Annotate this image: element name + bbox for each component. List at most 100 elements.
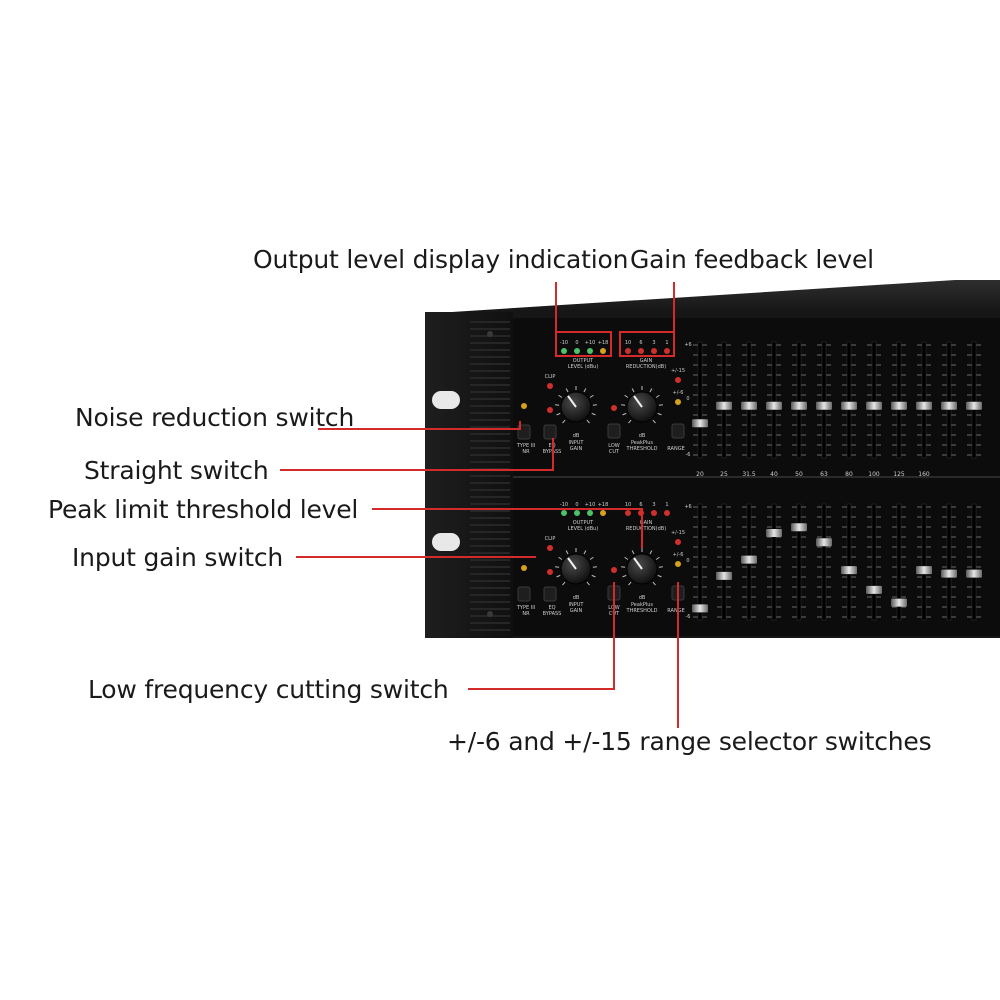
knob-pointer	[567, 395, 577, 408]
meter-out-label: 0	[575, 502, 578, 508]
slider-cap	[916, 401, 932, 410]
knob-pointer	[567, 557, 577, 570]
gain-unit: REDUCTION(dB)	[626, 526, 666, 532]
slider-track	[721, 503, 727, 621]
gain-meter-highlight	[619, 331, 675, 357]
slider-track	[971, 503, 977, 621]
frequency-label: 40	[770, 471, 778, 478]
callout-lines	[280, 282, 679, 728]
knob-tick	[562, 419, 566, 424]
knob-tick	[558, 394, 563, 398]
slider-cap	[866, 585, 882, 594]
meter-gr-label: 3	[652, 340, 655, 346]
leader-peak-limit	[372, 508, 643, 548]
output-title: OUTPUT	[573, 520, 594, 526]
slider-cap	[891, 401, 907, 410]
slider-track	[871, 503, 877, 621]
knob-tick	[657, 412, 662, 416]
slider-track	[771, 503, 777, 621]
callout-noise-reduction: Noise reduction switch	[75, 403, 355, 432]
db-label: dB	[573, 595, 580, 601]
knob-tick	[556, 412, 561, 416]
frequency-label: 160	[918, 471, 930, 478]
low-cut-led	[611, 567, 617, 573]
output-led	[587, 348, 593, 354]
knob-tick	[622, 574, 627, 578]
knob-tick	[652, 419, 656, 424]
meter-gr-label: 1	[665, 340, 668, 346]
gain-unit: REDUCTION(dB)	[626, 364, 666, 370]
meter-out-label: +10	[585, 340, 596, 346]
range-pm15-label: +/-15	[671, 368, 685, 374]
eq-bypass-button	[543, 586, 557, 602]
knob-tick	[565, 550, 569, 555]
knob-label-top: INPUT	[569, 602, 585, 608]
range-pm15-label: +/-15	[671, 530, 685, 536]
type-label: TYPE III	[516, 605, 535, 611]
nr-label: NR	[522, 611, 530, 617]
frequency-label: 25	[720, 471, 728, 478]
slider-track	[821, 503, 827, 621]
gain-reduction-led	[651, 510, 657, 516]
output-unit: LEVEL (dBu)	[568, 526, 599, 532]
frequency-label: 20	[696, 471, 704, 478]
output-led	[561, 348, 567, 354]
slider-track	[921, 503, 927, 621]
knob-tick	[652, 581, 656, 586]
knob-tick	[565, 388, 569, 393]
db-label: dB	[639, 433, 646, 439]
range-pm6-label: +/-6	[673, 552, 684, 558]
rack-screw	[487, 611, 493, 617]
output-led	[587, 510, 593, 516]
eq-label: EQ	[548, 605, 555, 611]
knob-tick	[622, 412, 627, 416]
gain-reduction-led	[664, 510, 670, 516]
knob-label-top: PeakPlus	[631, 602, 653, 608]
callout-gain-feedback: Gain feedback level	[630, 245, 874, 274]
knob-tick	[628, 581, 632, 586]
knob-label-top: PeakPlus	[631, 440, 653, 446]
scale-bot: -6	[686, 614, 691, 620]
slider-cap	[741, 555, 757, 564]
slider-track	[721, 341, 727, 459]
knob-label-bottom: GAIN	[570, 446, 583, 452]
output-meter-highlight	[555, 331, 612, 357]
slider-cap	[816, 538, 832, 547]
slider-track	[821, 341, 827, 459]
knob-label-top: INPUT	[569, 440, 585, 446]
knob-tick	[655, 394, 660, 398]
knob-tick	[649, 550, 653, 555]
meter-out-label: +18	[598, 502, 609, 508]
slider-cap	[692, 419, 708, 428]
slider-cap	[766, 401, 782, 410]
knob-tick	[583, 550, 587, 555]
nr-led	[521, 403, 527, 409]
output-led	[600, 510, 606, 516]
output-title: OUTPUT	[573, 358, 594, 364]
gain-title: GAIN	[640, 358, 653, 364]
gain-title: GAIN	[640, 520, 653, 526]
range-label: RANGE	[667, 608, 684, 614]
knob-label-bottom: GAIN	[570, 608, 583, 614]
meter-out-label: +10	[585, 502, 596, 508]
slider-track	[796, 503, 802, 621]
slider-cap	[741, 401, 757, 410]
knob-pointer	[633, 557, 643, 570]
nr-label: NR	[522, 449, 530, 455]
slider-track	[846, 341, 852, 459]
bypass-label: BYPASS	[543, 611, 562, 617]
callout-straight: Straight switch	[84, 456, 269, 485]
knob-label-bottom: THRESHOLD	[626, 446, 658, 452]
clip-label: CLIP	[545, 374, 556, 380]
knob-tick	[657, 574, 662, 578]
frequency-label: 63	[820, 471, 828, 478]
leader-low-cut	[468, 582, 615, 690]
meter-gr-label: 1	[665, 502, 668, 508]
slider-cap	[941, 401, 957, 410]
meter-gr-label: 10	[625, 340, 631, 346]
slider-track	[697, 341, 703, 459]
slider-cap	[841, 566, 857, 575]
